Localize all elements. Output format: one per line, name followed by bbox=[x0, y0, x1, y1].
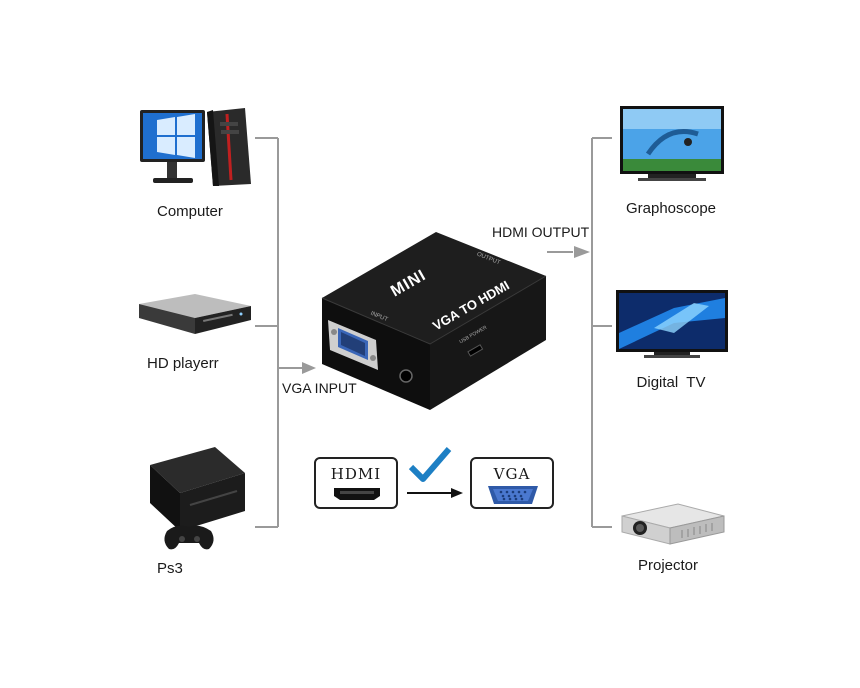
checkmark-icon bbox=[408, 447, 452, 482]
ps3-console-icon bbox=[150, 447, 245, 550]
ps3-device bbox=[145, 443, 255, 558]
input-label-computer: Computer bbox=[157, 203, 223, 220]
output-label-projector: Projector bbox=[637, 557, 699, 574]
adapter-box-icon bbox=[321, 232, 547, 410]
vga-input-caption: VGA INPUT bbox=[282, 380, 357, 396]
hdmi-port-icon bbox=[334, 488, 380, 500]
input-label-ps3: Ps3 bbox=[157, 560, 183, 577]
hdmi-output-caption: HDMI OUTPUT bbox=[492, 224, 590, 240]
vga-badge: VGA bbox=[470, 457, 554, 509]
computer-icon bbox=[140, 108, 251, 186]
vga-badge-label: VGA bbox=[493, 465, 531, 483]
hd-player-device bbox=[135, 290, 255, 340]
output-label-digital-tv: Digital TV bbox=[636, 374, 706, 391]
output-label-graphoscope: Graphoscope bbox=[625, 200, 717, 217]
computer-device bbox=[135, 100, 260, 192]
digital-tv-device bbox=[614, 288, 730, 360]
projector-device bbox=[618, 500, 728, 548]
vga-to-hdmi-adapter: MINI VGA TO HDMI INPUT OUTPUT USB POWER bbox=[318, 228, 550, 413]
input-label-hd-player: HD playerr bbox=[147, 355, 219, 372]
hdmi-badge-label: HDMI bbox=[330, 465, 382, 483]
hdmi-badge: HDMI bbox=[314, 457, 398, 509]
conversion-arrow bbox=[407, 447, 463, 498]
digital-tv-icon bbox=[616, 290, 728, 358]
graphoscope-device bbox=[618, 104, 728, 186]
tv-icon bbox=[620, 106, 724, 181]
projector-icon bbox=[621, 503, 725, 545]
vga-port-icon bbox=[488, 486, 538, 504]
hd-player-icon bbox=[139, 294, 251, 334]
